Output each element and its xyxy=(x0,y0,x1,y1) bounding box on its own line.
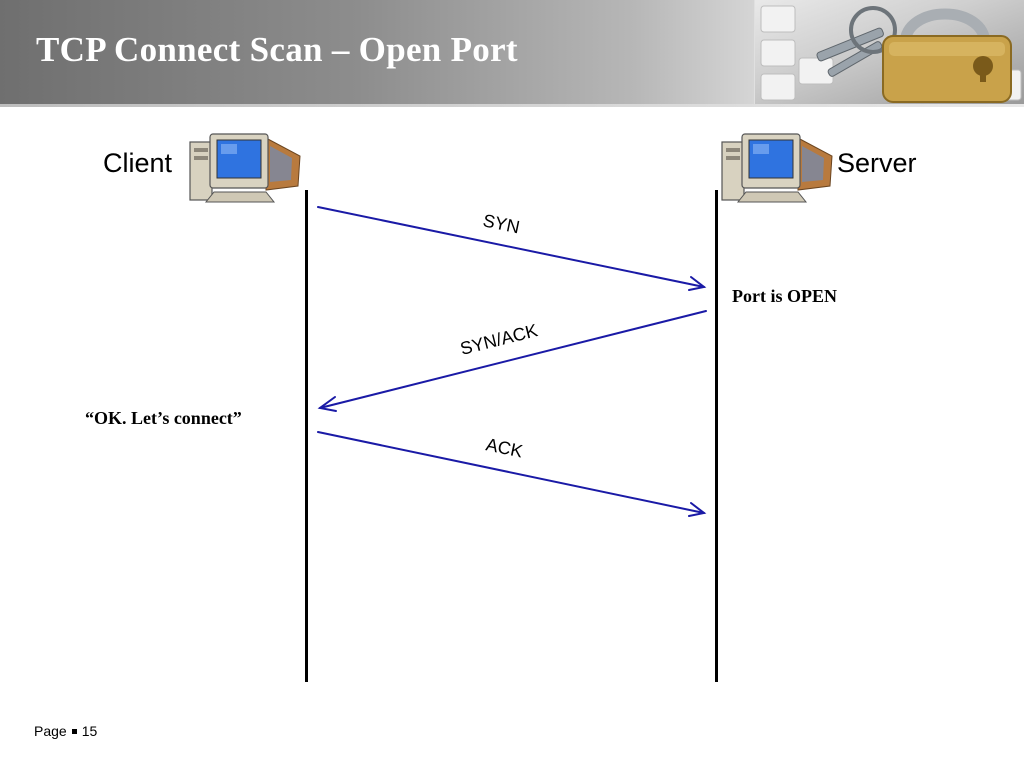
ack-arrowhead xyxy=(688,502,707,517)
slide-title: TCP Connect Scan – Open Port xyxy=(36,30,518,69)
client-label: Client xyxy=(103,148,173,178)
page-footer: Page 15 xyxy=(34,723,97,739)
syn-arrowhead xyxy=(688,276,707,291)
syn-label: SYN xyxy=(481,210,521,237)
page-number: 15 xyxy=(81,723,98,739)
client-lifeline xyxy=(305,190,308,682)
bullet-separator-icon xyxy=(71,729,77,734)
ack-arrow xyxy=(317,431,705,514)
ack-label: ACK xyxy=(484,434,524,461)
syn-arrow xyxy=(317,206,705,288)
header-divider xyxy=(0,104,1024,107)
page-word: Page xyxy=(34,723,67,739)
syn-ack-arrow xyxy=(319,310,707,409)
padlock-icon xyxy=(760,5,1022,103)
padlock-keyboard-image xyxy=(754,0,1024,104)
header-banner: TCP Connect Scan – Open Port xyxy=(0,0,1024,104)
server-computer-icon xyxy=(720,130,838,206)
server-label: Server xyxy=(837,148,917,178)
server-lifeline xyxy=(715,190,718,682)
client-response-note: “OK. Let’s connect” xyxy=(85,408,242,428)
syn-ack-label: SYN/ACK xyxy=(458,320,540,359)
client-computer-icon xyxy=(188,130,306,206)
syn-ack-arrowhead xyxy=(317,396,337,412)
server-state-note: Port is OPEN xyxy=(732,286,837,306)
